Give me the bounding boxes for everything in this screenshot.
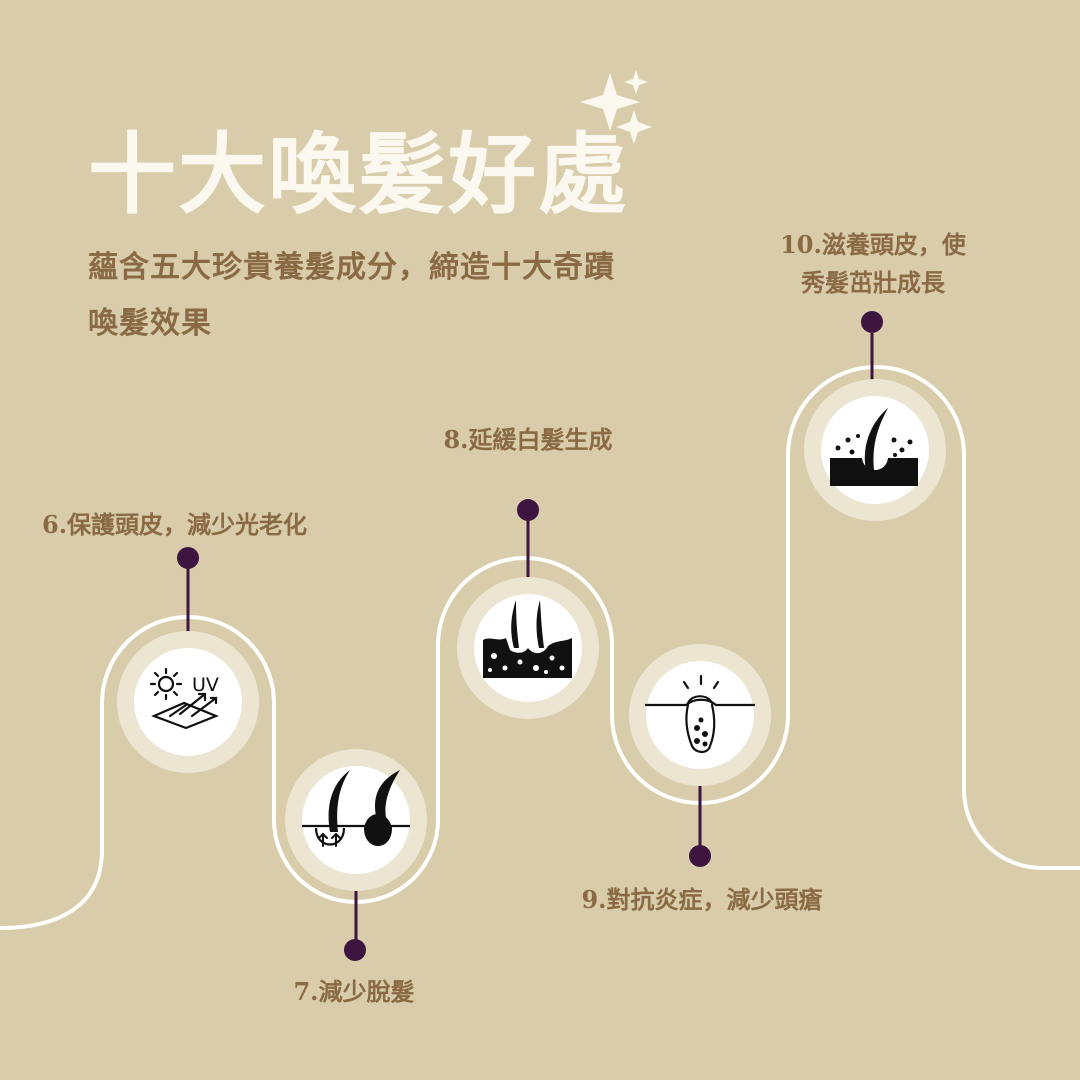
badge-8 <box>457 577 599 719</box>
nourished-scalp-icon <box>830 408 918 486</box>
dot-7 <box>344 939 366 961</box>
benefit-label-10: 10.滋養頭皮，使 秀髮茁壯成長 <box>753 226 993 302</box>
benefit-label-10-line1: 10.滋養頭皮，使 <box>780 230 966 259</box>
page-subtitle: 蘊含五大珍貴養髮成分，締造十大奇蹟喚髮效果 <box>88 250 615 341</box>
marker-dots <box>177 311 883 961</box>
benefit-label-10-line2: 秀髮茁壯成長 <box>801 268 945 297</box>
badge-9 <box>629 644 771 786</box>
uv-text: UV <box>192 674 219 696</box>
benefit-label-7: 7.減少脫髮 <box>293 977 415 1006</box>
dot-9 <box>689 845 711 867</box>
badge-10 <box>804 379 946 521</box>
sparkle-icon <box>580 70 652 144</box>
dot-10 <box>861 311 883 333</box>
benefit-label-6: 6.保護頭皮，減少光老化 <box>42 510 308 539</box>
benefit-label-8: 8.延緩白髮生成 <box>443 425 613 454</box>
page-title: 十大喚髮好處 <box>88 122 629 226</box>
inflamed-follicle-icon <box>644 674 756 754</box>
badge-7 <box>285 749 427 891</box>
hair-growth-follicle-icon <box>302 770 410 847</box>
benefit-label-9: 9.對抗炎症，減少頭瘡 <box>581 885 823 914</box>
dot-6 <box>177 547 199 569</box>
winding-path <box>0 365 1080 930</box>
scalp-hair-strands-icon <box>483 600 572 678</box>
dot-8 <box>517 499 539 521</box>
badge-6: UV <box>117 631 259 773</box>
uv-protection-icon <box>149 667 219 730</box>
